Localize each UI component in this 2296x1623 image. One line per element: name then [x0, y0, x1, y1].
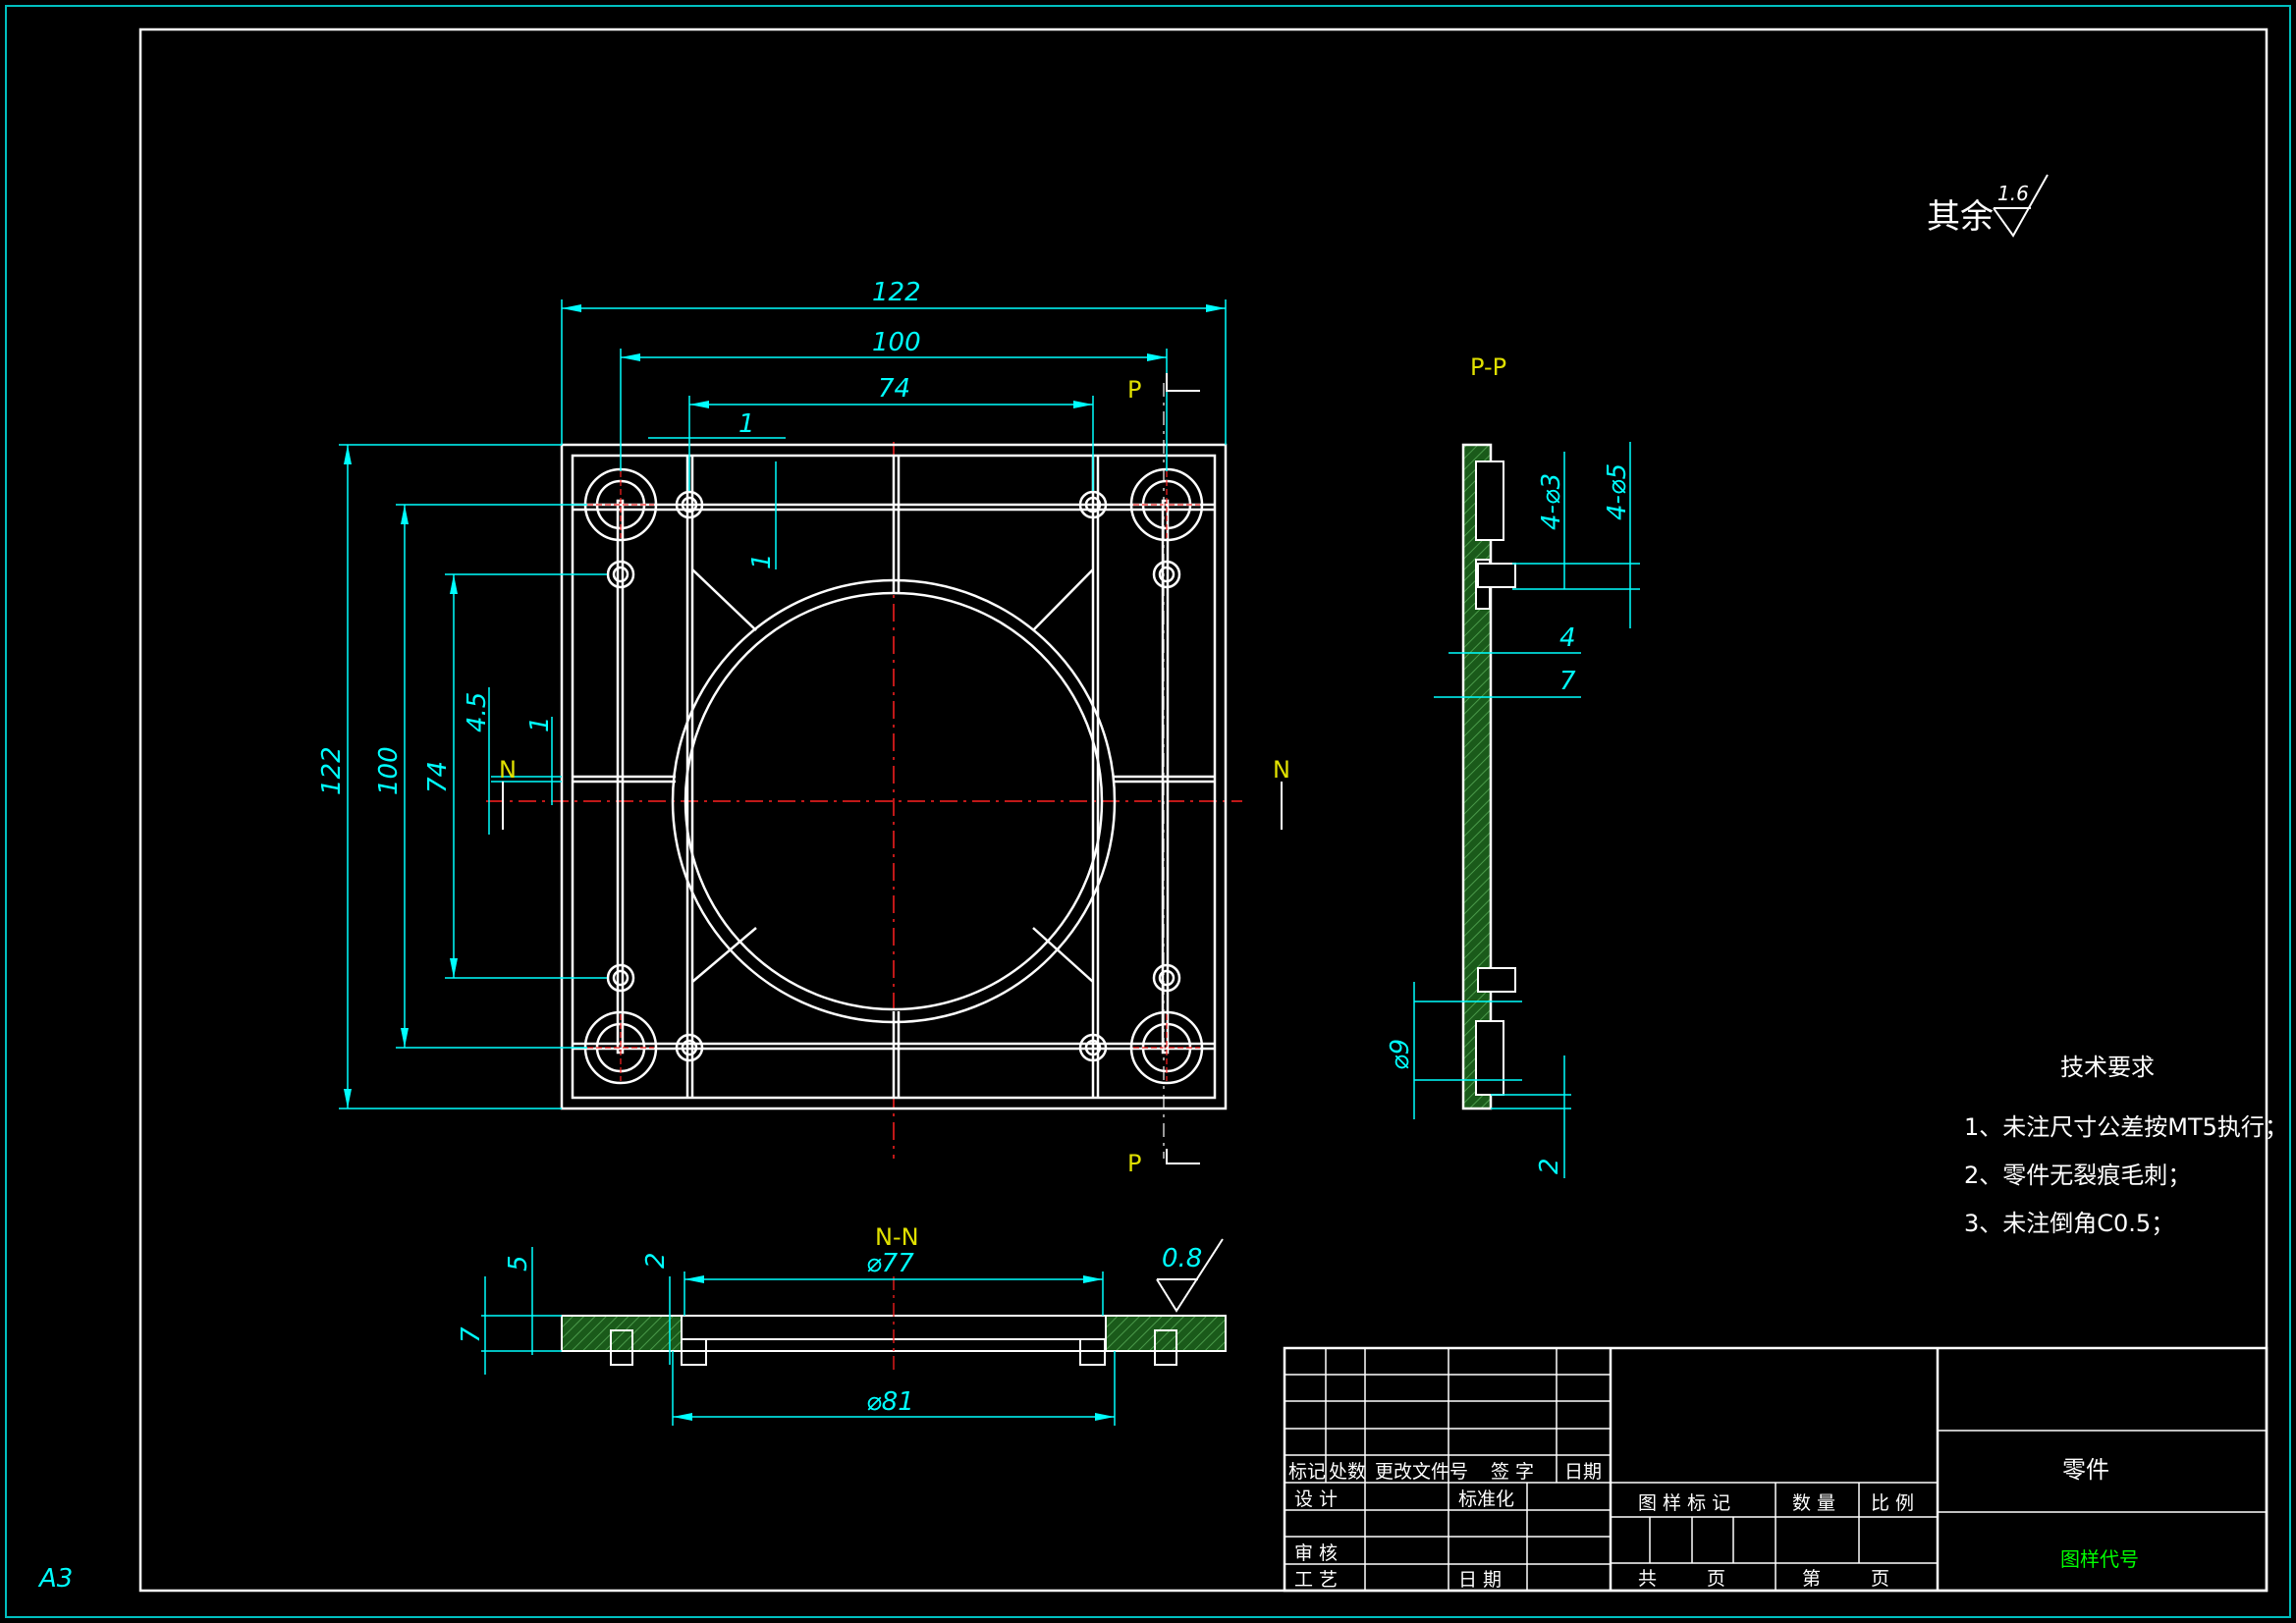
dim-depth-7: 7 [1559, 667, 1576, 696]
tech-item-3: 3、未注倒角C0.5； [1964, 1210, 2174, 1237]
tb-header-mark: 标记 [1288, 1461, 1326, 1483]
roughness-note: 其余 1.6 [1927, 174, 2049, 238]
tb-header-sign: 签 字 [1491, 1461, 1534, 1483]
plan-view: 122 100 74 1 1 122 100 74 4.5 1 P P N N [317, 278, 1290, 1177]
roughness-value: 1.6 [1997, 182, 2029, 205]
dim-h-2: 2 [641, 1252, 671, 1269]
tb-sheet: 第 [1802, 1568, 1821, 1590]
dim-width-overall: 122 [872, 278, 921, 307]
dim-width-holes: 100 [872, 328, 921, 357]
tb-header-count: 处数 [1329, 1461, 1366, 1483]
dim-rib-small: 1 [525, 716, 555, 732]
roughness-symbol-icon [1993, 174, 2049, 238]
sheet-size-label: A3 [37, 1564, 73, 1594]
dim-height-holes: 100 [374, 746, 404, 795]
section-nn: N-N ⌀77 ⌀81 5 [457, 1223, 1227, 1426]
tb-process: 工 艺 [1294, 1569, 1338, 1591]
tb-pages-2: 页 [1871, 1568, 1889, 1590]
section-nn-arrowheads [673, 1275, 1115, 1421]
section-mark-arrows [502, 373, 1283, 1164]
plan-outline [560, 443, 1228, 1110]
tb-review: 审 核 [1294, 1542, 1338, 1564]
dim-rib-left: 4.5 [463, 692, 492, 732]
tb-design: 设 计 [1294, 1488, 1338, 1510]
dim-height-inner: 74 [423, 761, 453, 793]
plan-arrowheads [344, 304, 1226, 1109]
dim-h-7: 7 [457, 1326, 486, 1343]
roughness-prefix: 其余 [1927, 197, 1994, 237]
tb-header-change: 更改文件号 [1375, 1461, 1468, 1483]
dim-dia-77: ⌀77 [866, 1249, 914, 1278]
tb-quantity: 数 量 [1792, 1492, 1835, 1514]
section-pp-hatch [1461, 443, 1493, 1110]
section-pp-features [1475, 460, 1516, 1096]
dim-dia-81: ⌀81 [866, 1387, 914, 1417]
tb-pages-1: 页 [1707, 1568, 1725, 1590]
section-mark-n-right: N [1273, 756, 1290, 784]
tech-requirements: 技术要求 1、未注尺寸公差按MT5执行； 2、零件无裂痕毛刺； 3、未注倒角C0… [1964, 1054, 2288, 1237]
dim-thick-2: 2 [1535, 1158, 1564, 1174]
tech-item-2: 2、零件无裂痕毛刺； [1964, 1162, 2191, 1189]
section-nn-hatch-left [561, 1315, 683, 1352]
tb-drawing-mark: 图 样 标 记 [1638, 1492, 1730, 1514]
title-block [1283, 1346, 2269, 1593]
tb-standard: 标准化 [1458, 1488, 1514, 1510]
tb-scale: 比 例 [1871, 1492, 1914, 1514]
roughness-0-8-icon [1156, 1238, 1224, 1313]
section-mark-p-bottom: P [1127, 1150, 1141, 1177]
section-mark-p-top: P [1127, 376, 1141, 404]
tb-header-date: 日期 [1564, 1461, 1602, 1483]
tb-total: 共 [1638, 1568, 1657, 1590]
drawing-border [138, 27, 2269, 1593]
tech-item-1: 1、未注尺寸公差按MT5执行； [1964, 1113, 2288, 1141]
plan-centerlines [486, 442, 1242, 1159]
dim-depth-4: 4 [1559, 623, 1576, 653]
dim-height-overall: 122 [317, 746, 347, 795]
section-pp: P-P 4-⌀3 4-⌀5 4 7 ⌀9 2 [1386, 353, 1640, 1178]
sheet-frame [5, 5, 2291, 1618]
tb-part-name: 零件 [2062, 1456, 2109, 1484]
section-mark-n-left: N [499, 756, 517, 784]
section-nn-dimensions [481, 1247, 1116, 1426]
dim-dia-9: ⌀9 [1386, 1039, 1415, 1070]
tb-drawing-no: 图样代号 [2060, 1547, 2139, 1571]
hole-centerlines [587, 471, 1200, 1081]
section-nn-roughness-value: 0.8 [1162, 1244, 1202, 1273]
dim-offset-x: 1 [738, 409, 755, 439]
section-nn-title: N-N [875, 1223, 919, 1251]
dim-hole-large: 4-⌀5 [1603, 463, 1632, 520]
tech-title: 技术要求 [2060, 1054, 2155, 1081]
section-nn-hatch-right [1105, 1315, 1227, 1352]
tb-date: 日 期 [1458, 1569, 1502, 1591]
section-pp-title: P-P [1470, 353, 1506, 381]
dim-hole-small: 4-⌀3 [1537, 473, 1566, 530]
dim-h-5: 5 [504, 1255, 533, 1271]
section-pp-dimensions [1413, 442, 1640, 1178]
dim-width-inner: 74 [878, 374, 910, 404]
plan-dimensions [339, 299, 1227, 1109]
title-block-text: 标记 处数 更改文件号 签 字 日期 设 计 标准化 审 核 工 艺 日 期 图… [1288, 1456, 2139, 1591]
dim-offset-y: 1 [747, 553, 777, 569]
